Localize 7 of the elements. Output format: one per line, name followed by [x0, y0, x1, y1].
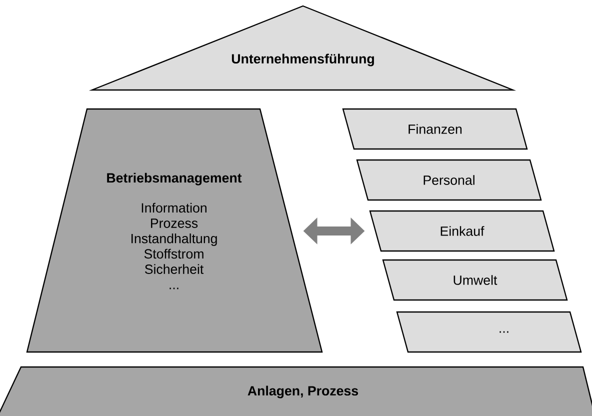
parallelogram-box: Umwelt	[382, 259, 568, 301]
parallelogram-box: Personal	[356, 159, 542, 201]
parallelogram-box: Finanzen	[342, 108, 528, 150]
parallelogram-box: ...	[396, 311, 582, 353]
band-box: Anlagen, Prozess	[0, 366, 592, 416]
trapezoid-box: Betriebsmanagement Information Prozess Instandhaltung Stoffstrom Sicherheit ...	[26, 108, 323, 353]
parallelogram-box: Einkauf	[369, 210, 555, 252]
